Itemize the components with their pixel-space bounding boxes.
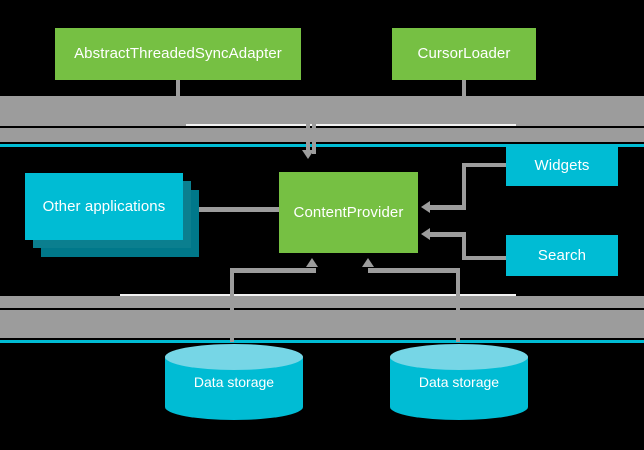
edge-search-into-cp [430,232,466,237]
node-data-storage-right[interactable]: Data storage [390,344,528,420]
edge-datastorage-right-vertical [456,272,460,342]
connector-band-lower-1 [0,296,644,308]
edge-widgets-into-cp [430,205,466,210]
edge-syncadapter-vertical [176,80,180,102]
edge-datastorage-left-vertical [230,272,234,342]
node-search[interactable]: Search [506,235,618,276]
node-data-storage-left[interactable]: Data storage [165,344,303,420]
arrowhead-search-into-contentprovider [421,228,430,240]
node-label: Widgets [534,156,590,174]
arrowhead-widgets-into-contentprovider [421,201,430,213]
edge-datastorage-right-horizontal [368,268,460,273]
node-label: Search [537,246,587,264]
edge-datastorage-left-horizontal [230,268,316,273]
connector-band-upper-2 [0,128,644,142]
node-label: Other applications [42,197,166,215]
node-contentprovider[interactable]: ContentProvider [279,172,418,253]
connector-band-upper [0,96,644,126]
node-label: Data storage [193,374,275,390]
edge-widgets-vertical [462,163,466,209]
edge-contentprovider-to-otherapps [196,207,282,212]
node-widgets[interactable]: Widgets [506,145,618,186]
arrowhead-into-contentprovider-top [302,150,314,159]
edge-cursorloader-vertical [462,80,466,116]
arrowhead-datastorage-right-into-contentprovider [362,258,374,267]
node-cursorloader[interactable]: CursorLoader [392,28,536,80]
connector-band-lower-2 [0,310,644,338]
edge-cursorloader-drop [312,114,316,154]
node-label: ContentProvider [293,203,404,221]
node-label: CursorLoader [417,45,511,63]
node-label: Data storage [418,374,500,390]
arrowhead-datastorage-left-into-contentprovider [306,258,318,267]
cylinder-top [165,344,303,370]
cylinder-top [390,344,528,370]
edge-widgets-horizontal-top [462,163,508,167]
node-label: AbstractThreadedSyncAdapter [74,45,282,63]
edge-syncadapter-drop [306,100,310,152]
node-abstractthreadedsyncadapter[interactable]: AbstractThreadedSyncAdapter [55,28,301,80]
edge-syncadapter-horizontal [176,100,310,104]
edge-search-vertical [462,234,466,260]
hairline-lower [120,294,516,296]
edge-search-horizontal-bottom [462,256,508,260]
cyan-rule-lower [0,340,644,343]
cyan-rule-upper [0,144,644,147]
hairline-upper [186,124,516,126]
edge-cursorloader-horizontal [312,114,466,118]
node-other-applications[interactable]: Other applications [25,173,183,240]
